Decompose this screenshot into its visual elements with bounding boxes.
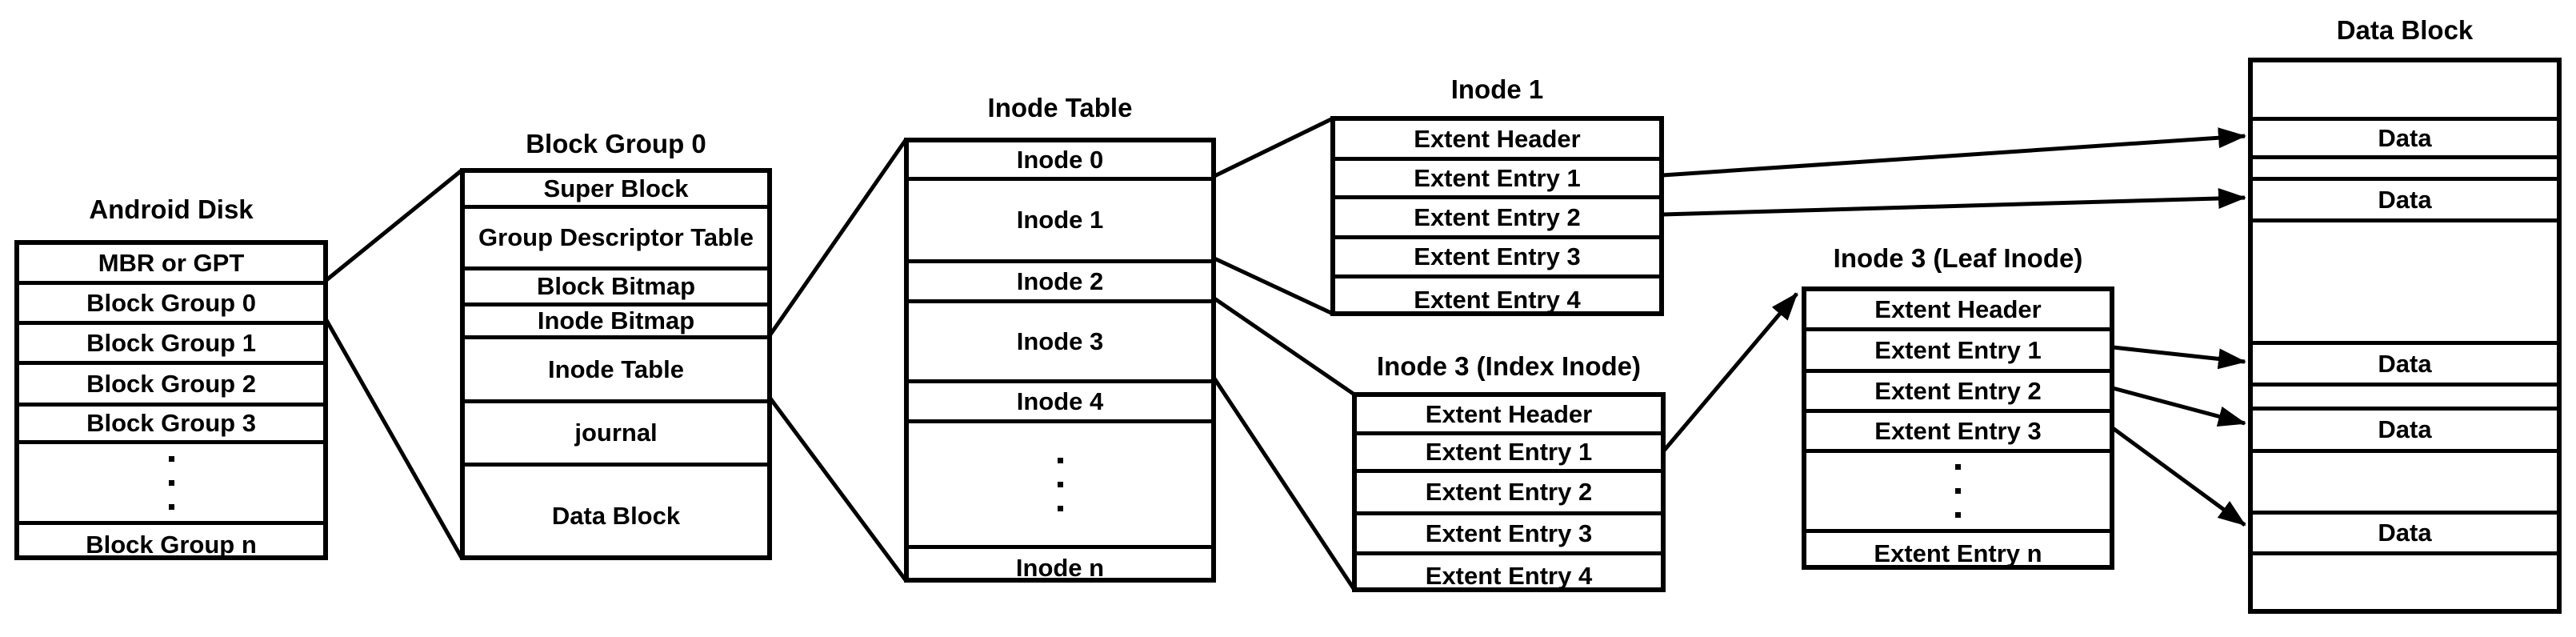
row-inode-3-index-extent-entry-2: Extent Entry 2 [1357, 473, 1661, 515]
connector-bg0-inode-table-to-inode-table-box-top [768, 138, 908, 336]
arrow-leaf-entry-1-to-data-3 [2112, 345, 2246, 370]
row-android-disk-block-group-1: Block Group 1 [19, 325, 323, 365]
row-android-disk-dots [19, 444, 323, 525]
row-android-disk-block-group-0: Block Group 0 [19, 285, 323, 325]
row-data-block-empty [2253, 387, 2557, 411]
row-block-group-0-group-descriptor-table: Group Descriptor Table [465, 209, 767, 270]
title-inode-table: Inode Table [987, 93, 1133, 122]
row-inode-table-dots [909, 423, 1211, 549]
title-android-disk: Android Disk [89, 194, 254, 224]
row-inode-1-extent-entry-3: Extent Entry 3 [1335, 239, 1659, 278]
row-block-group-0-block-bitmap: Block Bitmap [465, 270, 767, 306]
row-inode-1-extent-entry-2: Extent Entry 2 [1335, 199, 1659, 239]
row-block-group-0-data-block: Data Block [551, 501, 681, 530]
row-inode-3-index-extent-header: Extent Header [1357, 397, 1661, 435]
connector-inode-3-row-to-index-box-top [1213, 296, 1356, 397]
connector-android-block-group-0-to-bg0-box-bottom [324, 318, 464, 559]
row-inode-3-index-extent-entry-4: Extent Entry 4 [1425, 562, 1593, 590]
row-inode-1-extent-entry-1: Extent Entry 1 [1335, 161, 1659, 199]
row-android-disk-block-group-3: Block Group 3 [19, 407, 323, 444]
row-inode-1-extent-header: Extent Header [1335, 121, 1659, 161]
row-data-block-data: Data [2253, 411, 2557, 453]
connector-bg0-inode-table-to-inode-table-box-bottom [768, 397, 908, 582]
row-data-block-data: Data [2253, 515, 2557, 555]
arrow-leaf-entry-2-to-data-4 [2112, 386, 2246, 427]
connector-inode-3-row-to-index-box-bottom [1212, 377, 1357, 591]
row-inode-3-leaf-extent-header: Extent Header [1806, 291, 2110, 331]
title-inode-3-index: Inode 3 (Index Inode) [1376, 351, 1642, 381]
row-data-block-data: Data [2253, 181, 2557, 222]
ellipsis-dot-icon [1057, 505, 1063, 511]
row-inode-table-inode-4: Inode 4 [909, 383, 1211, 423]
ellipsis-dot-icon [168, 455, 174, 462]
ellipsis-dot-icon [1955, 488, 1961, 494]
row-android-disk-mbr-or-gpt: MBR or GPT [19, 245, 323, 285]
row-inode-3-leaf-dots [1806, 453, 2110, 533]
arrow-leaf-entry-3-to-data-5 [2111, 426, 2246, 527]
arrow-index-entry-1-to-leaf-inode [1662, 292, 1798, 452]
row-inode-3-index-extent-entry-3: Extent Entry 3 [1357, 515, 1661, 555]
row-inode-3-index-extent-entry-1: Extent Entry 1 [1357, 435, 1661, 473]
title-inode-3-leaf: Inode 3 (Leaf Inode) [1833, 243, 2083, 273]
connector-inode-1-row-to-inode-1-box-bottom [1213, 256, 1334, 316]
row-data-block-data: Data [2253, 121, 2557, 159]
row-inode-3-leaf-extent-entry-2: Extent Entry 2 [1806, 373, 2110, 413]
ellipsis-dot-icon [1955, 464, 1961, 470]
ellipsis-dot-icon [1057, 481, 1063, 487]
row-block-group-0-inode-bitmap: Inode Bitmap [465, 306, 767, 339]
ellipsis-dot-icon [1057, 457, 1063, 463]
title-inode-1: Inode 1 [1450, 74, 1544, 104]
row-android-disk-block-group-2: Block Group 2 [19, 365, 323, 407]
arrow-inode-1-entry-2-to-data-2 [1662, 187, 2246, 217]
connector-inode-1-row-to-inode-1-box-top [1213, 116, 1334, 178]
row-inode-3-leaf-extent-entry-n: Extent Entry n [1874, 539, 2042, 567]
ellipsis-dot-icon [168, 503, 174, 510]
row-inode-table-inode-1: Inode 1 [909, 181, 1211, 263]
row-data-block-empty [2253, 453, 2557, 515]
row-data-block-empty [2253, 222, 2557, 345]
title-data-block: Data Block [2336, 15, 2474, 45]
row-data-block-empty [2253, 159, 2557, 181]
row-inode-table-inode-3: Inode 3 [909, 303, 1211, 383]
row-inode-table-inode-0: Inode 0 [909, 142, 1211, 181]
connector-android-block-group-0-to-bg0-box-top [325, 169, 463, 282]
row-block-group-0-journal: journal [465, 403, 767, 467]
row-inode-table-inode-n: Inode n [1015, 554, 1105, 582]
arrow-inode-1-entry-1-to-data-1 [1662, 127, 2246, 178]
row-data-block-empty [2253, 555, 2557, 609]
row-inode-3-leaf-extent-entry-1: Extent Entry 1 [1806, 331, 2110, 373]
ellipsis-dot-icon [168, 479, 174, 486]
title-block-group-0: Block Group 0 [526, 129, 706, 158]
row-block-group-0-super-block: Super Block [465, 173, 767, 209]
row-data-block-data: Data [2253, 345, 2557, 387]
ellipsis-dot-icon [1955, 512, 1961, 518]
row-inode-1-extent-entry-4: Extent Entry 4 [1414, 285, 1581, 314]
row-inode-table-inode-2: Inode 2 [909, 263, 1211, 303]
row-inode-3-leaf-extent-entry-3: Extent Entry 3 [1806, 413, 2110, 453]
row-block-group-0-inode-table: Inode Table [465, 339, 767, 403]
row-android-disk-block-group-n: Block Group n [86, 531, 257, 559]
row-data-block-empty [2253, 62, 2557, 121]
